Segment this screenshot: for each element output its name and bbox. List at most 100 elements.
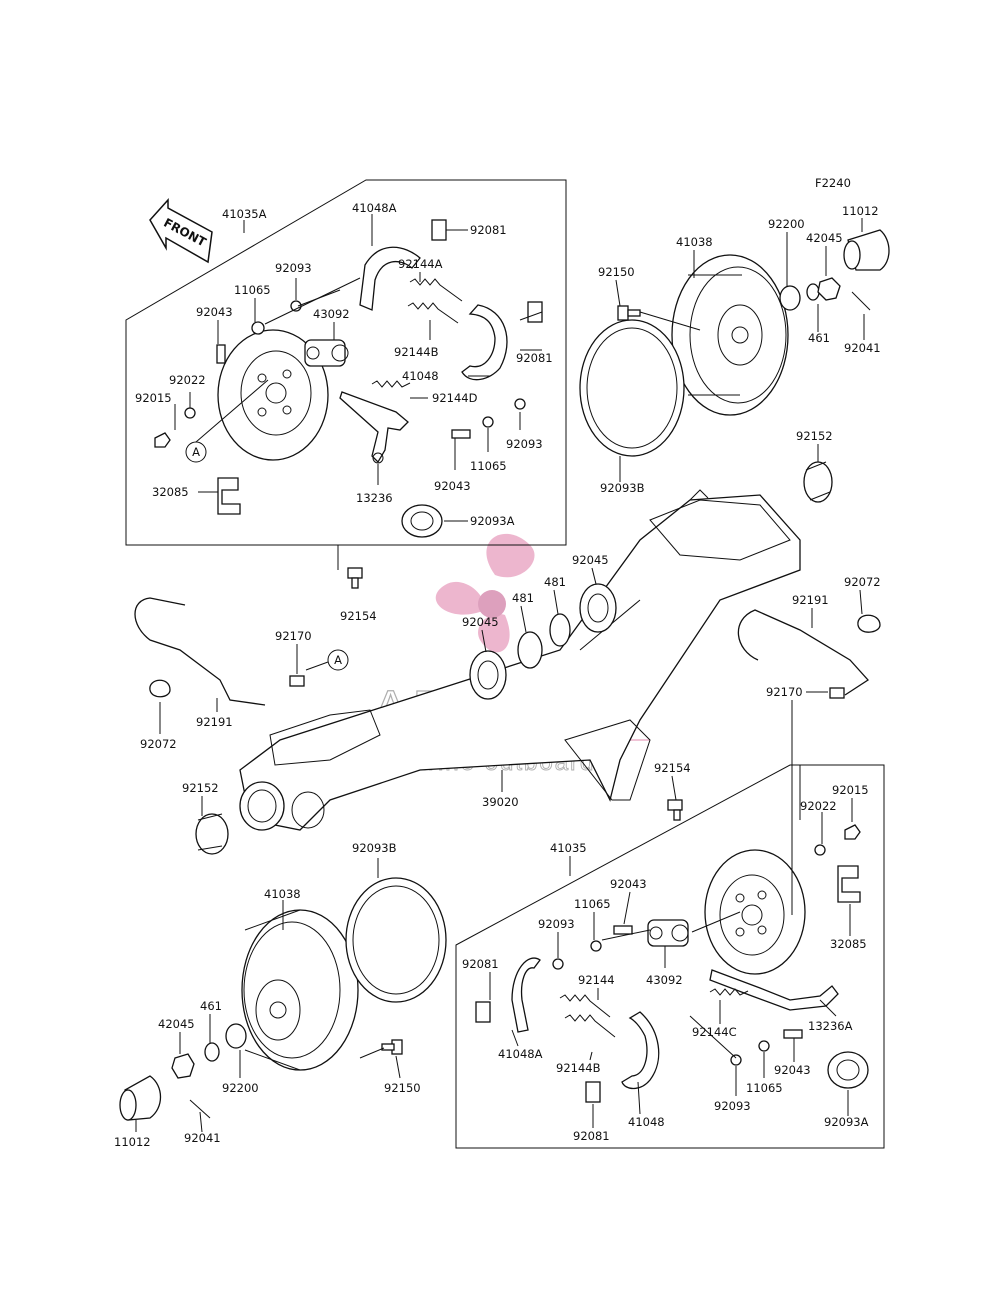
label-92154-top: 92154	[340, 609, 377, 623]
nut-92093-bot2	[730, 1054, 742, 1066]
washer-11065-bot1	[590, 940, 602, 952]
label-92093A-top: 92093A	[470, 514, 515, 528]
group-box-41035	[455, 764, 885, 1149]
label-92093-bot2: 92093	[714, 1099, 751, 1113]
spring-92144	[559, 994, 611, 1018]
spring-92144C	[709, 988, 749, 996]
seal-ring-92093B-bot	[345, 877, 447, 1003]
axle-housing-39020	[239, 489, 801, 831]
brake-drum-41038-bot	[241, 909, 359, 1071]
label-42045-bot: 42045	[158, 1017, 195, 1031]
ring-481-a	[549, 613, 571, 647]
nut-92093-top1	[290, 300, 302, 312]
washer-461-top	[806, 283, 820, 301]
clamp-92072-left	[149, 679, 171, 698]
leaders-center	[159, 444, 863, 816]
cap-11012-top	[843, 229, 890, 271]
wheel-cylinder-43092-top	[304, 339, 349, 367]
label-41048A-top: 41048A	[352, 201, 397, 215]
label-11065-top2: 11065	[470, 459, 507, 473]
spring-92144D	[371, 380, 411, 388]
label-41035A: 41035A	[222, 207, 267, 221]
label-11012-top: 11012	[842, 204, 879, 218]
label-43092-top: 43092	[313, 307, 350, 321]
clip-92081-top1	[431, 219, 447, 241]
screw-92154-top	[347, 567, 363, 589]
label-92170-right: 92170	[766, 685, 803, 699]
ref-circle-A-mid	[327, 649, 349, 671]
label-481-b: 481	[512, 591, 534, 605]
label-13236: 13236	[356, 491, 393, 505]
label-92041-top: 92041	[844, 341, 881, 355]
lever-13236A	[709, 969, 839, 1011]
nut-92015-top	[154, 432, 171, 448]
label-92200-bot: 92200	[222, 1081, 259, 1095]
brake-shoe-41048A-bot	[511, 957, 541, 1033]
seal-92093A-top	[401, 504, 443, 538]
label-92043-top2: 92043	[434, 479, 471, 493]
label-92043-bot1: 92043	[610, 877, 647, 891]
label-481-a: 481	[544, 575, 566, 589]
washer-461-bot	[204, 1042, 220, 1062]
seal-ring-92093B-top	[579, 319, 685, 457]
nut-92093-top2	[514, 398, 526, 410]
wheel-cylinder-43092-bot	[647, 919, 689, 947]
label-32085-top: 32085	[152, 485, 189, 499]
washer-92200-bot	[225, 1023, 247, 1049]
label-11065-top1: 11065	[234, 283, 271, 297]
label-41038-bot: 41038	[264, 887, 301, 901]
spring-92144B-top	[407, 302, 459, 324]
label-92081-bot2: 92081	[573, 1129, 610, 1143]
leaders-top-left	[174, 214, 543, 570]
label-92144D: 92144D	[432, 391, 478, 405]
label-41048-bot: 41048	[628, 1115, 665, 1129]
bolt-92150-bot	[381, 1039, 403, 1055]
label-92093-top1: 92093	[275, 261, 312, 275]
leaders-bottom-left	[135, 858, 401, 1133]
label-92081-top1: 92081	[470, 223, 507, 237]
label-92045-a: 92045	[572, 553, 609, 567]
label-92144: 92144	[578, 973, 615, 987]
lever-13236	[339, 391, 409, 464]
label-41048A-bot: 41048A	[498, 1047, 543, 1061]
pin-92043-top2	[451, 429, 471, 439]
bushing-92152-right	[803, 461, 833, 503]
bearing-92045-a	[579, 583, 617, 633]
clip-92081-bot2	[585, 1081, 601, 1103]
label-92022-bot: 92022	[800, 799, 837, 813]
clip-92081-bot1	[475, 1001, 491, 1023]
cap-11012-bot	[119, 1075, 162, 1121]
washer-11065-bot2	[758, 1040, 770, 1052]
label-92093A-bot: 92093A	[824, 1115, 869, 1129]
nut-42045-top	[817, 277, 841, 301]
clip-32085-bot	[837, 865, 861, 903]
label-13236A: 13236A	[808, 1019, 853, 1033]
clip-92081-top2	[527, 301, 543, 323]
label-11065-bot1: 11065	[574, 897, 611, 911]
clip-32085-top	[217, 477, 241, 515]
brake-drum-41038-top	[671, 254, 789, 416]
label-92150-bot: 92150	[384, 1081, 421, 1095]
ref-marker-top: A	[192, 445, 200, 459]
ref-marker-mid: A	[334, 653, 342, 667]
spring-92144B-bot	[564, 1014, 616, 1038]
clamp-92170-left	[289, 675, 305, 687]
label-461-top: 461	[808, 331, 830, 345]
label-92154-bot: 92154	[654, 761, 691, 775]
washer-92022-top	[184, 407, 196, 419]
label-92093-top2: 92093	[506, 437, 543, 451]
label-92170-left: 92170	[275, 629, 312, 643]
brake-backing-plate-right	[704, 849, 806, 975]
brake-backing-plate-left	[217, 329, 329, 461]
label-41038-top: 41038	[676, 235, 713, 249]
label-92144B-top: 92144B	[394, 345, 439, 359]
label-92200-top: 92200	[768, 217, 805, 231]
label-92144A: 92144A	[398, 257, 443, 271]
label-461-bot: 461	[200, 999, 222, 1013]
washer-11065-top2	[482, 416, 494, 428]
ring-481-b	[517, 631, 543, 669]
label-92144B-bot: 92144B	[556, 1061, 601, 1075]
pin-92043-top1	[216, 344, 226, 364]
washer-92200-top	[779, 285, 801, 311]
